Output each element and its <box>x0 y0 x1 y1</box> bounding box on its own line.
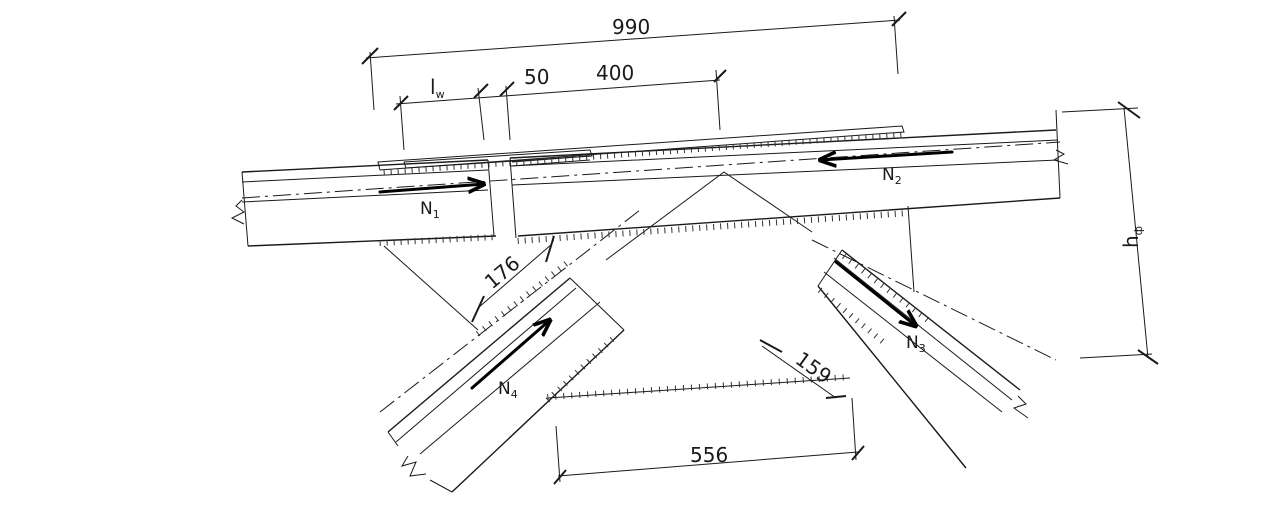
dim-400: 400 <box>596 61 634 85</box>
dim-lw: lw <box>430 75 445 101</box>
label-n1-main: N <box>420 199 433 219</box>
dim-hf-sub: ф <box>1132 226 1145 235</box>
label-n3-sub: 3 <box>919 342 926 355</box>
label-n3: N3 <box>906 333 926 355</box>
top-chord-left <box>230 159 497 247</box>
dim-159: 159 <box>791 347 836 389</box>
label-n1: N1 <box>420 199 440 221</box>
top-chord-axis <box>241 141 1061 199</box>
label-n3-main: N <box>906 333 919 353</box>
dim-556: 556 <box>690 443 728 467</box>
label-n2: N2 <box>882 165 902 187</box>
dimension-lines <box>361 11 1159 485</box>
weld-marks <box>379 132 930 403</box>
dim-990: 990 <box>612 15 650 39</box>
label-n4: N4 <box>498 379 518 401</box>
dim-lw-sub: w <box>436 88 445 101</box>
dim-lw-main: l <box>430 75 436 99</box>
force-arrow-n1 <box>378 184 484 192</box>
gusset-plate <box>383 171 915 399</box>
dim-hf: hф <box>1119 226 1145 248</box>
label-n4-main: N <box>498 379 511 399</box>
label-n4-sub: 4 <box>511 388 518 401</box>
dim-50: 50 <box>524 65 549 89</box>
top-chord-right <box>509 109 1069 239</box>
force-arrows <box>378 152 954 390</box>
force-arrow-n4 <box>470 320 550 390</box>
brace-right <box>811 239 1057 469</box>
dim-hf-main: h <box>1119 235 1143 248</box>
brace-left <box>379 209 641 493</box>
label-n1-sub: 1 <box>433 208 440 221</box>
label-n2-sub: 2 <box>895 174 902 187</box>
force-arrow-n2 <box>820 152 954 160</box>
label-n2-main: N <box>882 165 895 185</box>
force-arrow-n3 <box>834 260 916 326</box>
splice-plate <box>377 125 905 171</box>
dim-176: 176 <box>480 251 525 294</box>
